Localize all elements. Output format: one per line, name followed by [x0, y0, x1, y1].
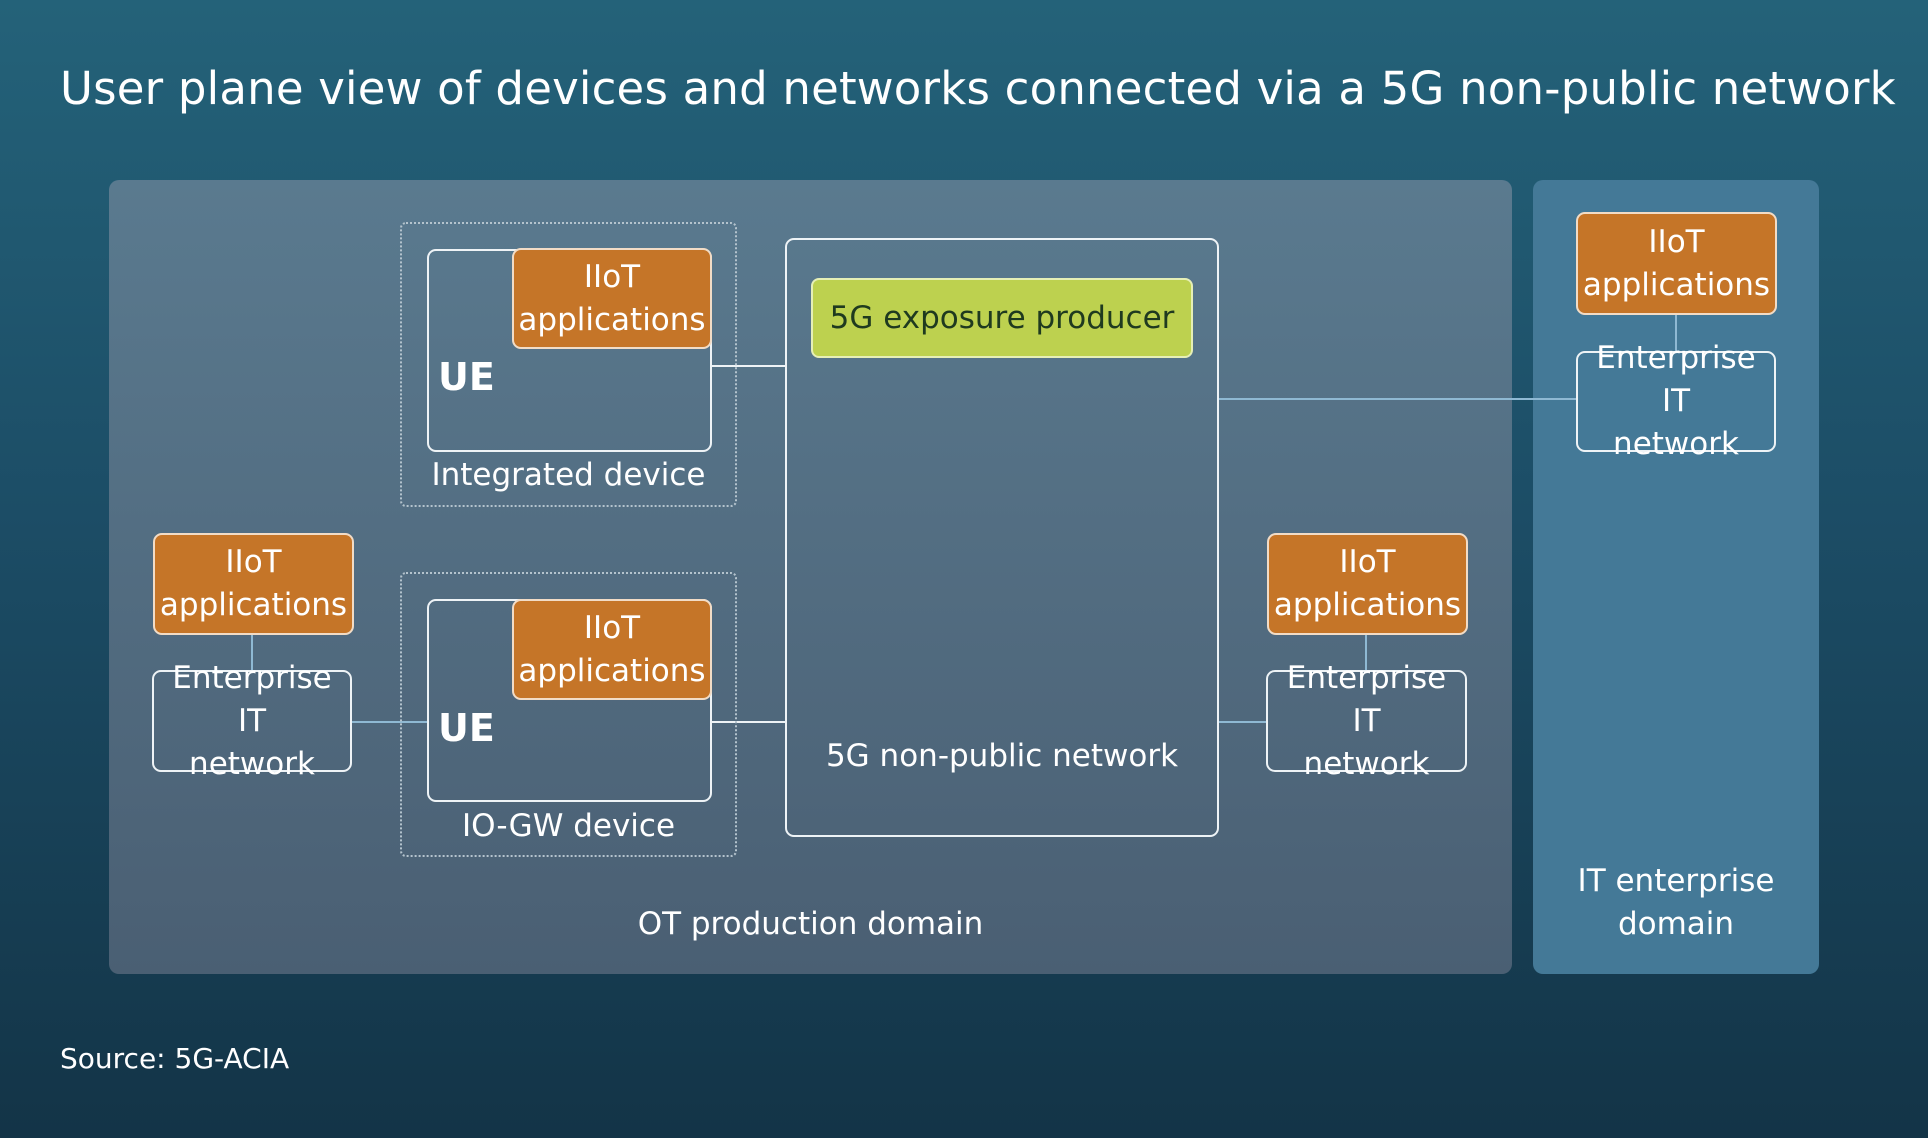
npn-to-right-network-link: [1219, 721, 1267, 723]
ue-label: UE: [438, 355, 495, 399]
npn-to-it-enterprise-link: [1219, 398, 1576, 400]
ue-label: UE: [438, 706, 495, 750]
iogw-device-label: IO-GW device: [461, 808, 676, 844]
it-app-to-network-link: [1675, 314, 1677, 352]
left-app-to-network-link: [251, 634, 253, 671]
integrated-device-group: [400, 222, 737, 507]
ue-iogw-to-npn-link: [710, 721, 786, 723]
ue-integrated-to-npn-link: [710, 365, 786, 367]
5g-non-public-network-label: 5G non-public network: [825, 738, 1179, 774]
diagram-title: User plane view of devices and networks …: [60, 62, 1896, 115]
source-note: Source: 5G-ACIA: [60, 1042, 290, 1075]
ot-domain-label: OT production domain: [637, 906, 984, 942]
it-domain-label: IT enterprise domain: [1577, 863, 1775, 942]
5g-non-public-network-box: [785, 238, 1219, 837]
right-app-to-network-link: [1365, 634, 1367, 671]
iogw-device-group: [400, 572, 737, 857]
integrated-device-label: Integrated device: [431, 457, 706, 493]
5g-exposure-producer-box: 5G exposure producer: [811, 278, 1193, 358]
left-network-to-ue-link: [352, 721, 427, 723]
